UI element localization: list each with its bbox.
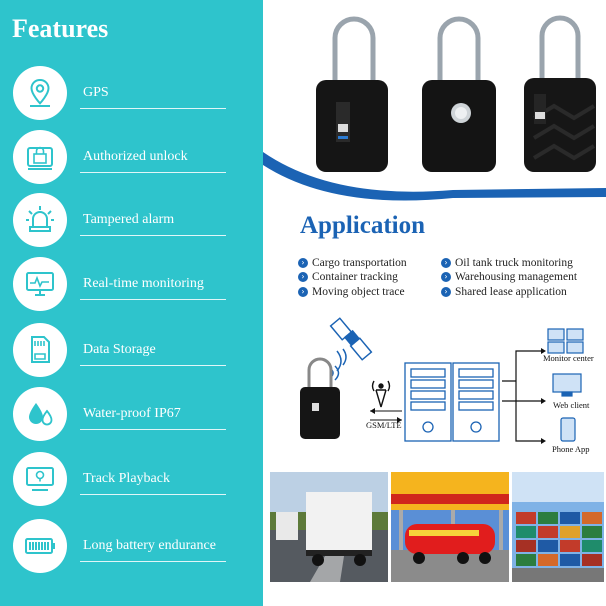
chevron-right-icon: ›: [441, 258, 451, 268]
padlock-device-icon: [300, 357, 340, 439]
feature-track-playback: Track Playback: [0, 449, 263, 509]
feature-label: Track Playback: [83, 471, 170, 486]
truck-photo: [270, 472, 388, 582]
features-panel: Features GPS Authorized unlock Tampered …: [0, 0, 263, 606]
header-arc: [263, 150, 606, 210]
divider: [80, 429, 226, 430]
phone-app-icon: [560, 417, 576, 442]
system-diagram: [300, 317, 584, 444]
application-item: ›Moving object trace: [298, 286, 405, 298]
feature-waterproof: Water-proof IP67: [0, 384, 263, 444]
client-label: Web client: [553, 400, 590, 410]
satellite-icon: [329, 317, 373, 372]
divider: [80, 494, 226, 495]
network-label: GSM/LTE: [366, 420, 402, 430]
feature-label: Authorized unlock: [83, 149, 188, 164]
feature-battery: Long battery endurance: [0, 516, 263, 576]
application-item: ›Shared lease application: [441, 286, 567, 298]
divider: [80, 365, 226, 366]
application-item: ›Container tracking: [298, 271, 398, 283]
chevron-right-icon: ›: [298, 272, 308, 282]
client-label: Monitor center: [543, 353, 594, 363]
server-icon: [404, 362, 500, 442]
sd-card-icon: [13, 323, 67, 377]
feature-authorized-unlock: Authorized unlock: [0, 127, 263, 187]
location-pin-icon: [13, 66, 67, 120]
chevron-right-icon: ›: [298, 287, 308, 297]
padlock-side-image: [524, 15, 596, 172]
alarm-light-icon: [13, 193, 67, 247]
application-item: ›Warehousing management: [441, 271, 577, 283]
cell-tower-icon: [371, 380, 391, 408]
divider: [80, 561, 226, 562]
feature-label: Tampered alarm: [83, 212, 175, 227]
feature-data-storage: Data Storage: [0, 320, 263, 380]
divider: [80, 172, 226, 173]
feature-label: Long battery endurance: [83, 538, 216, 553]
divider: [80, 299, 226, 300]
application-item: ›Oil tank truck monitoring: [441, 257, 573, 269]
features-title: Features: [12, 14, 109, 43]
feature-label: Real-time monitoring: [83, 276, 204, 291]
battery-icon: [13, 519, 67, 573]
web-client-icon: [552, 373, 582, 397]
feature-tampered-alarm: Tampered alarm: [0, 190, 263, 250]
chevron-right-icon: ›: [441, 287, 451, 297]
container-yard-photo: [512, 472, 604, 582]
feature-label: Data Storage: [83, 342, 156, 357]
water-drops-icon: [13, 387, 67, 441]
application-item: ›Cargo transportation: [298, 257, 407, 269]
divider: [80, 235, 226, 236]
padlock-front-image: [316, 16, 388, 172]
divider: [80, 108, 226, 109]
monitor-pulse-icon: [13, 257, 67, 311]
chevron-right-icon: ›: [298, 258, 308, 268]
map-screen-icon: [13, 452, 67, 506]
feature-real-time-monitoring: Real-time monitoring: [0, 254, 263, 314]
application-title: Application: [300, 212, 426, 239]
monitor-center-icon: [547, 328, 584, 354]
chevron-right-icon: ›: [441, 272, 451, 282]
padlock-back-image: [422, 16, 496, 172]
feature-label: Water-proof IP67: [83, 406, 181, 421]
padlock-icon: [13, 130, 67, 184]
oil-tanker-photo: [391, 472, 509, 582]
client-label: Phone App: [552, 444, 590, 454]
feature-label: GPS: [83, 85, 109, 100]
feature-gps: GPS: [0, 63, 263, 123]
